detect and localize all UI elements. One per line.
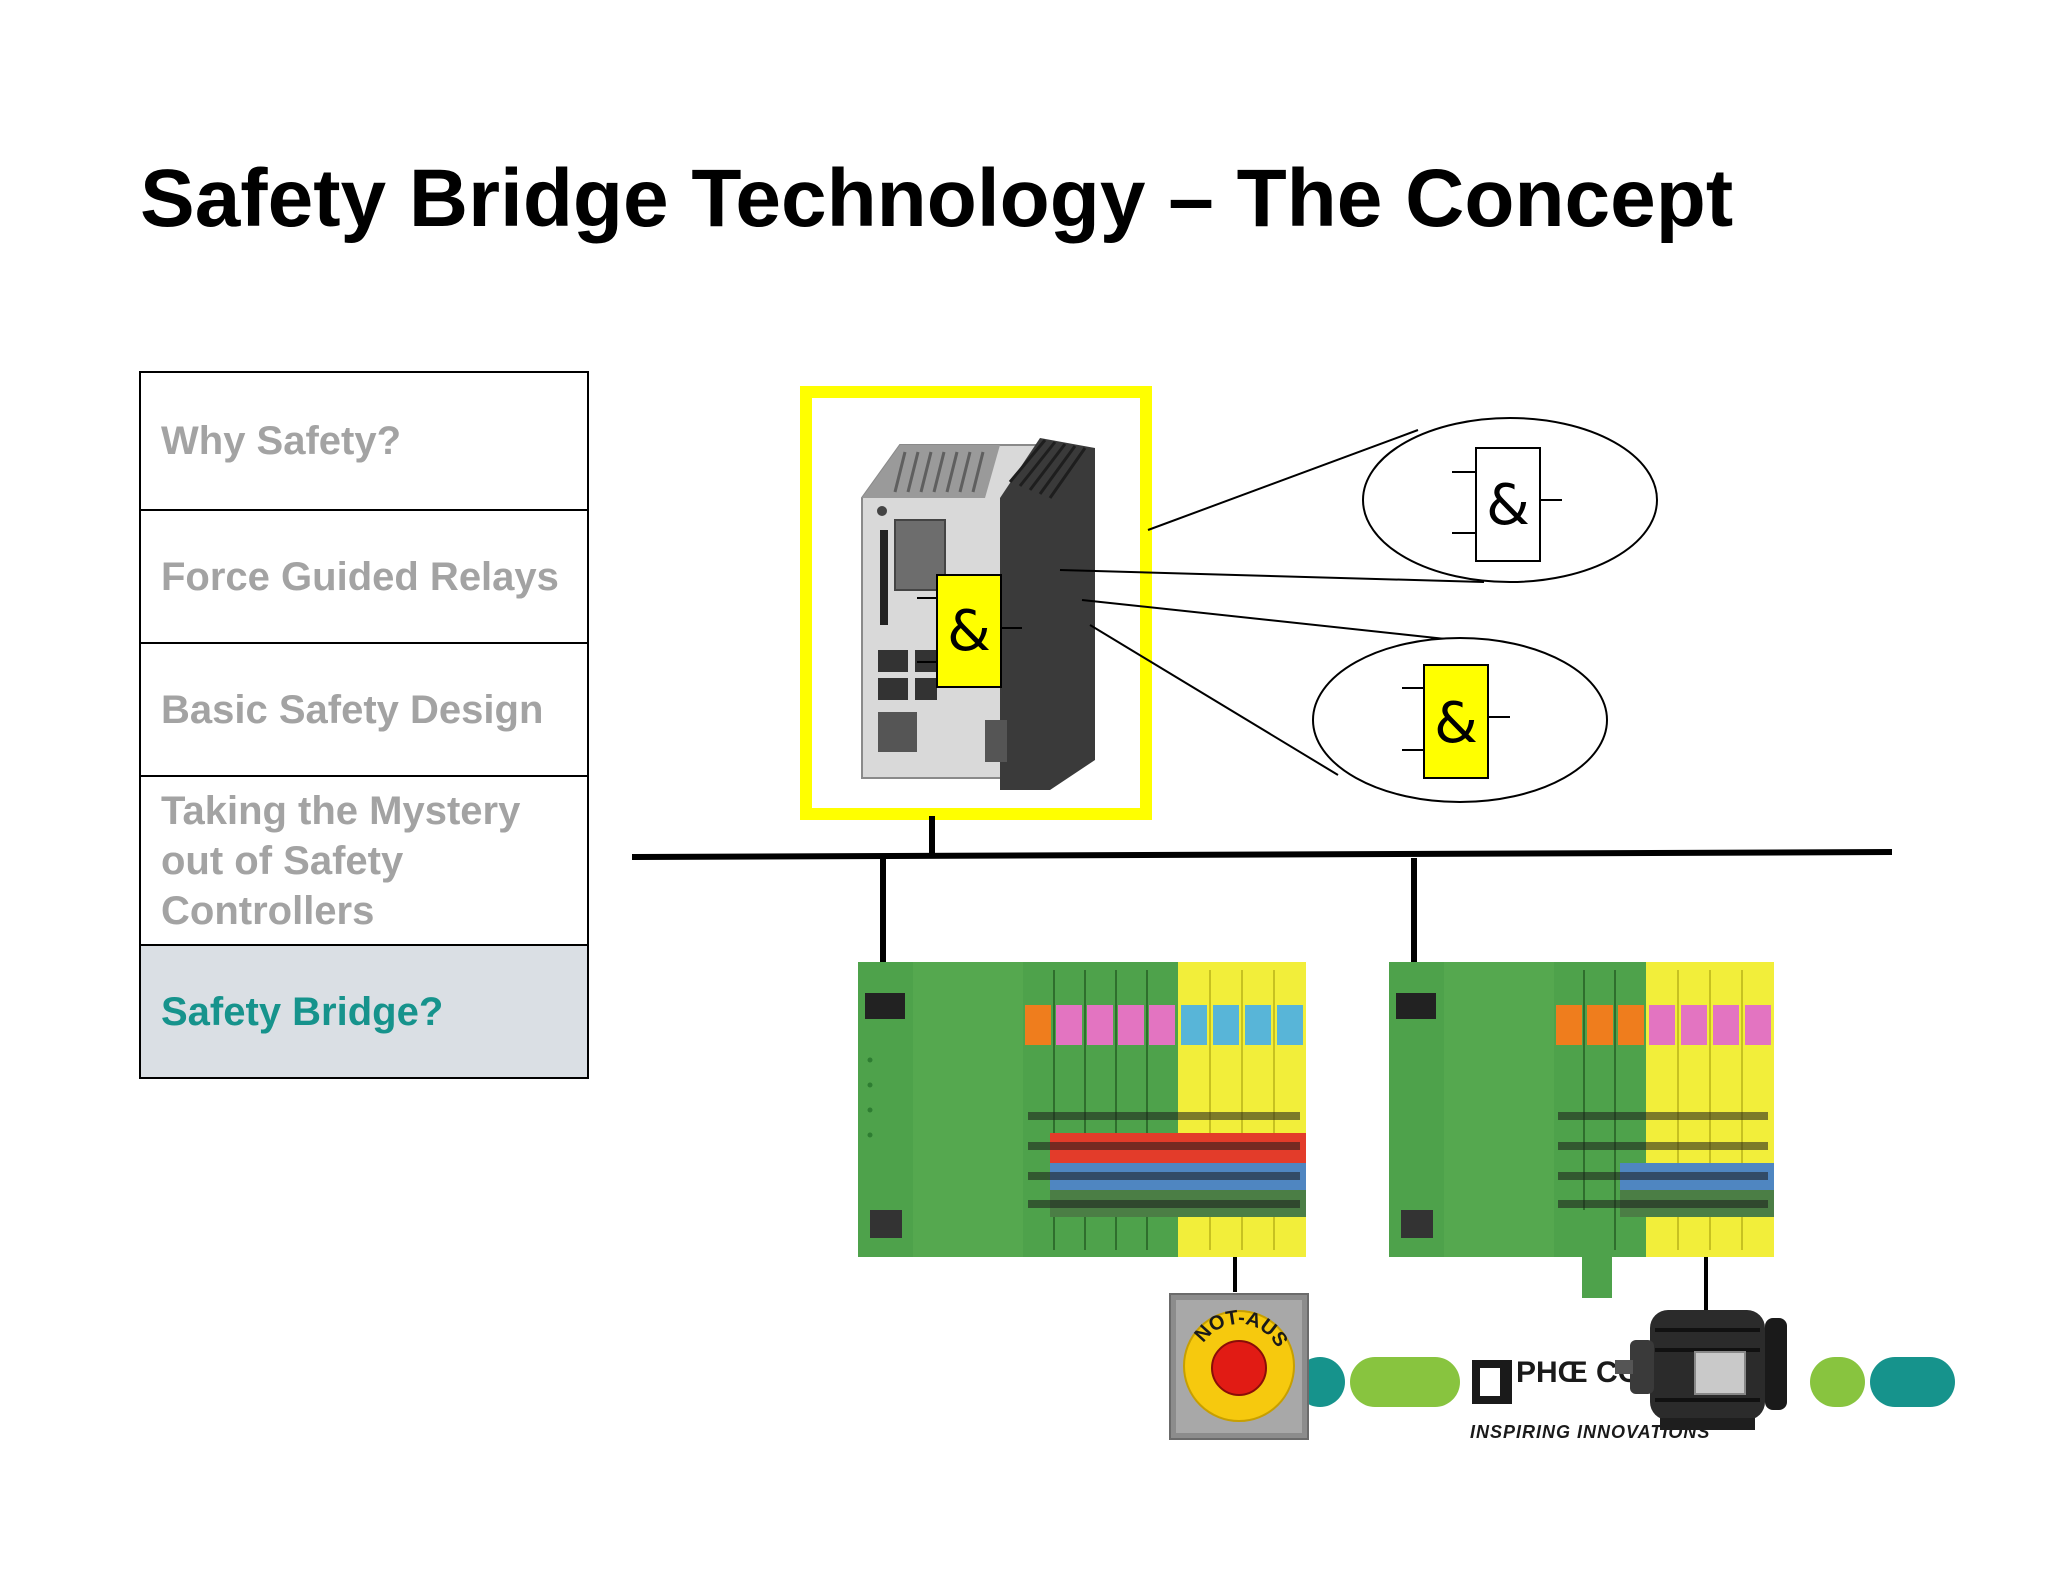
- controller-and-gate: [936, 574, 1002, 688]
- and-gate-lower: [1423, 664, 1489, 779]
- nav-item-why-safety[interactable]: Why Safety?: [141, 373, 587, 511]
- nav-item-basic-safety-design[interactable]: Basic Safety Design: [141, 644, 587, 777]
- and-gate-upper-symbol: &: [1486, 473, 1530, 538]
- nav-item-force-guided-relays[interactable]: Force Guided Relays: [141, 511, 587, 644]
- callout-lines: [1059, 429, 1485, 776]
- motor: [1615, 1310, 1787, 1430]
- brand-tagline: INSPIRING INNOVATIONS: [1470, 1422, 1710, 1442]
- nav-item-safety-bridge[interactable]: Safety Bridge?: [141, 946, 587, 1077]
- emergency-stop-button: NOT-AUS: [1169, 1293, 1309, 1440]
- network-bus: [631, 816, 1893, 962]
- and-gate-upper: [1475, 447, 1541, 562]
- safety-controller: &: [800, 386, 1152, 820]
- nav-item-safety-controllers[interactable]: Taking the Mystery out of Safety Control…: [141, 777, 587, 946]
- and-gate-lower-symbol: &: [1434, 691, 1478, 756]
- section-nav: Why Safety? Force Guided Relays Basic Sa…: [139, 371, 589, 1079]
- io-station-right: [1389, 962, 1774, 1310]
- slide-title: Safety Bridge Technology – The Concept: [140, 153, 1734, 244]
- callout-gate-lower: &: [1312, 637, 1608, 803]
- controller-and-gate-symbol: &: [947, 599, 991, 664]
- io-station-left: [858, 962, 1306, 1292]
- callout-gate-upper: &: [1362, 417, 1658, 583]
- controller-highlight-frame: [800, 386, 1152, 820]
